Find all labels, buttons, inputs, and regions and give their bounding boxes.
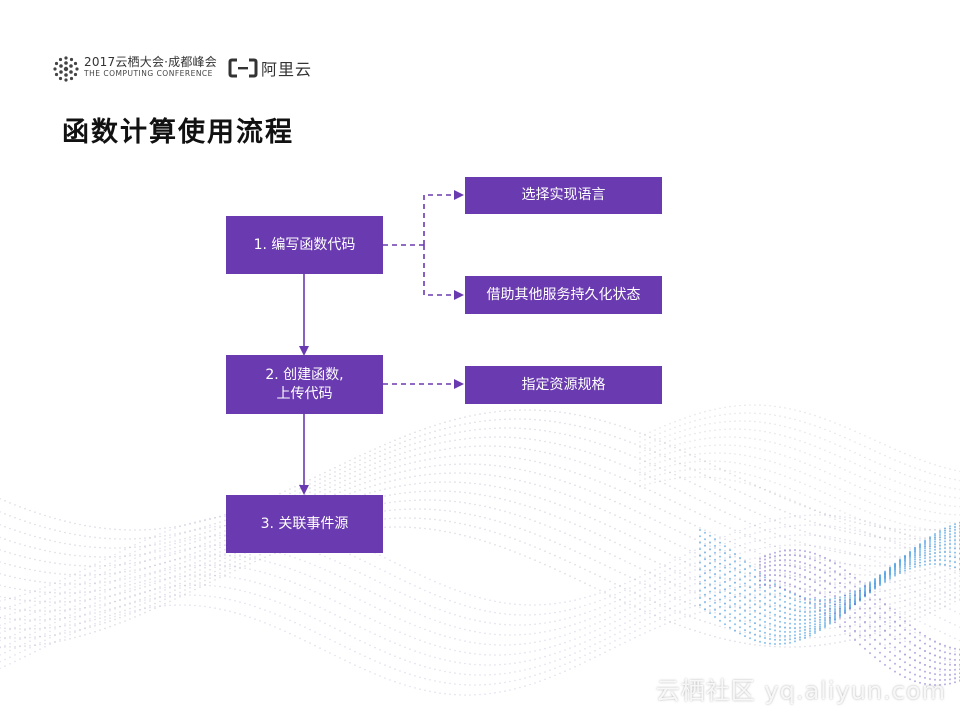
slide-title: 函数计算使用流程 xyxy=(62,117,294,148)
side-item-resource-spec: 指定资源规格 xyxy=(465,366,662,404)
dashed-connector-to-state xyxy=(423,245,464,300)
side-item-choose-language: 选择实现语言 xyxy=(465,177,662,214)
step-2-label: 2. 创建函数, 上传代码 xyxy=(265,366,344,402)
side-item-label: 选择实现语言 xyxy=(521,187,606,203)
conference-name: 2017云栖大会·成都峰会 THE COMPUTING CONFERENCE xyxy=(84,55,217,79)
aliyun-brand: 阿里云 xyxy=(228,57,312,79)
computing-conference-logo-icon xyxy=(53,56,79,82)
step-1-label: 1. 编写函数代码 xyxy=(253,236,356,253)
side-item-label: 借助其他服务持久化状态 xyxy=(486,286,641,303)
side-item-label: 指定资源规格 xyxy=(521,376,606,393)
step-1-write-code: 1. 编写函数代码 xyxy=(226,216,383,274)
aliyun-logo-icon xyxy=(228,58,258,78)
step-3-label: 3. 关联事件源 xyxy=(260,515,349,532)
conference-name-line2: THE COMPUTING CONFERENCE xyxy=(84,69,213,78)
watermark: 云栖社区 yq.aliyun.com xyxy=(655,677,946,705)
dashed-branch-connectors xyxy=(383,190,464,389)
aliyun-brand-text: 阿里云 xyxy=(261,60,313,79)
step-3-link-event-source: 3. 关联事件源 xyxy=(226,495,383,553)
conference-name-line1: 2017云栖大会·成都峰会 xyxy=(84,55,217,69)
step-2-create-function: 2. 创建函数, 上传代码 xyxy=(226,355,383,414)
dashed-connector-to-language xyxy=(423,190,464,245)
side-item-persist-state: 借助其他服务持久化状态 xyxy=(465,276,662,314)
